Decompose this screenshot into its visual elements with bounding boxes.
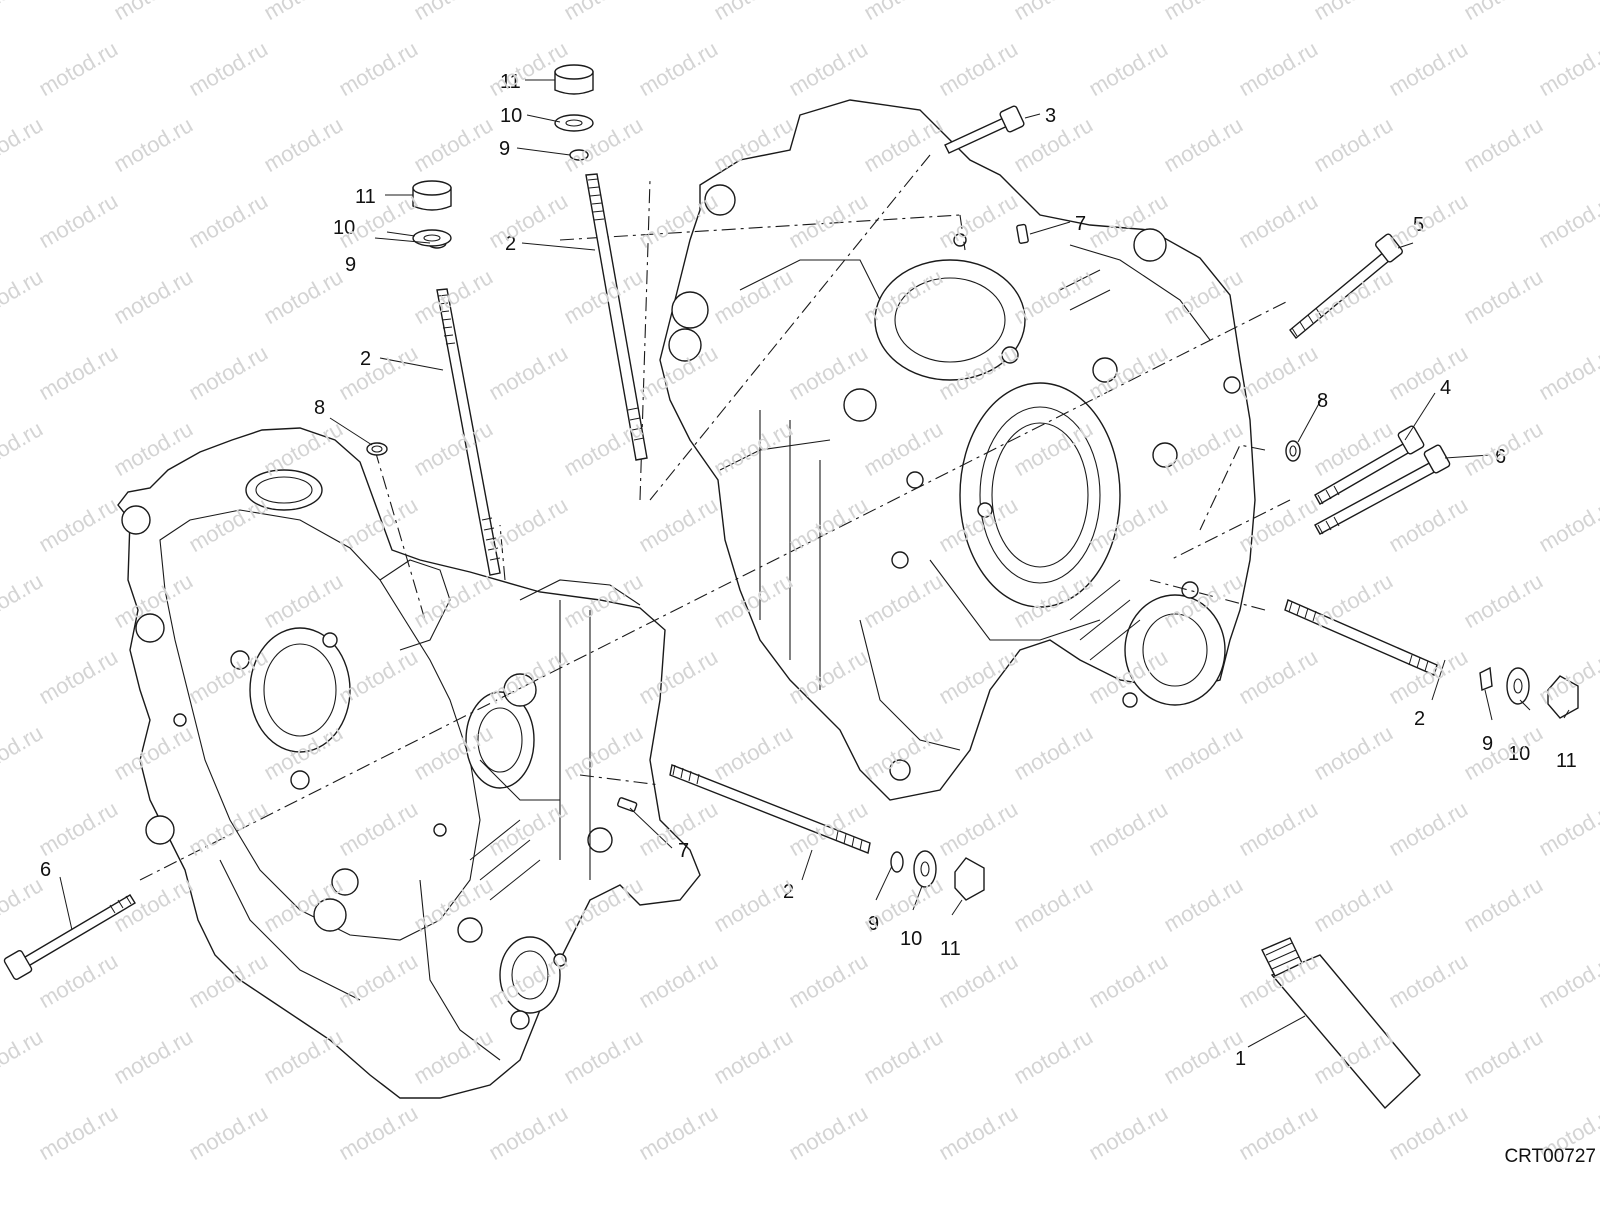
callout-10: 10 <box>1508 743 1530 765</box>
left-crankcase-half <box>117 427 701 1099</box>
callout-3: 3 <box>1045 105 1056 127</box>
callout-5: 5 <box>1413 214 1424 236</box>
callout-9: 9 <box>499 138 510 160</box>
callout-11: 11 <box>355 186 376 208</box>
drawing-code: CRT00727 <box>1504 1146 1596 1167</box>
sealant-tube <box>1261 937 1421 1110</box>
callout-10: 10 <box>900 928 922 950</box>
callout-6: 6 <box>1495 446 1506 468</box>
callout-1: 1 <box>1235 1048 1246 1070</box>
callout-8: 8 <box>1317 390 1328 412</box>
callout-10: 10 <box>500 105 522 127</box>
cap-screws <box>3 105 1451 980</box>
callout-9: 9 <box>1482 733 1493 755</box>
callout-4: 4 <box>1440 377 1451 399</box>
callout-8: 8 <box>314 397 325 419</box>
callout-11: 11 <box>1556 750 1577 772</box>
leader-lines <box>59 79 1570 1048</box>
callout-6: 6 <box>40 859 51 881</box>
callout-7: 7 <box>678 840 689 862</box>
callout-2: 2 <box>505 233 516 255</box>
callout-11: 11 <box>500 71 521 93</box>
dowels-and-orings <box>366 223 1301 812</box>
callout-2: 2 <box>360 348 371 370</box>
callout-7: 7 <box>1075 213 1086 235</box>
callout-9: 9 <box>868 913 879 935</box>
callout-9: 9 <box>345 254 356 276</box>
callout-10: 10 <box>333 217 355 239</box>
washers-and-nuts <box>412 64 1579 901</box>
stud-bolts <box>436 173 1438 854</box>
right-crankcase-half <box>659 99 1256 801</box>
callout-2: 2 <box>783 881 794 903</box>
assembly-lines <box>139 154 1291 881</box>
callout-2: 2 <box>1414 708 1425 730</box>
callout-11: 11 <box>940 938 961 960</box>
callout-labels: 11 10 9 2 11 10 9 2 8 3 7 5 4 6 8 6 7 2 … <box>40 71 1577 1070</box>
